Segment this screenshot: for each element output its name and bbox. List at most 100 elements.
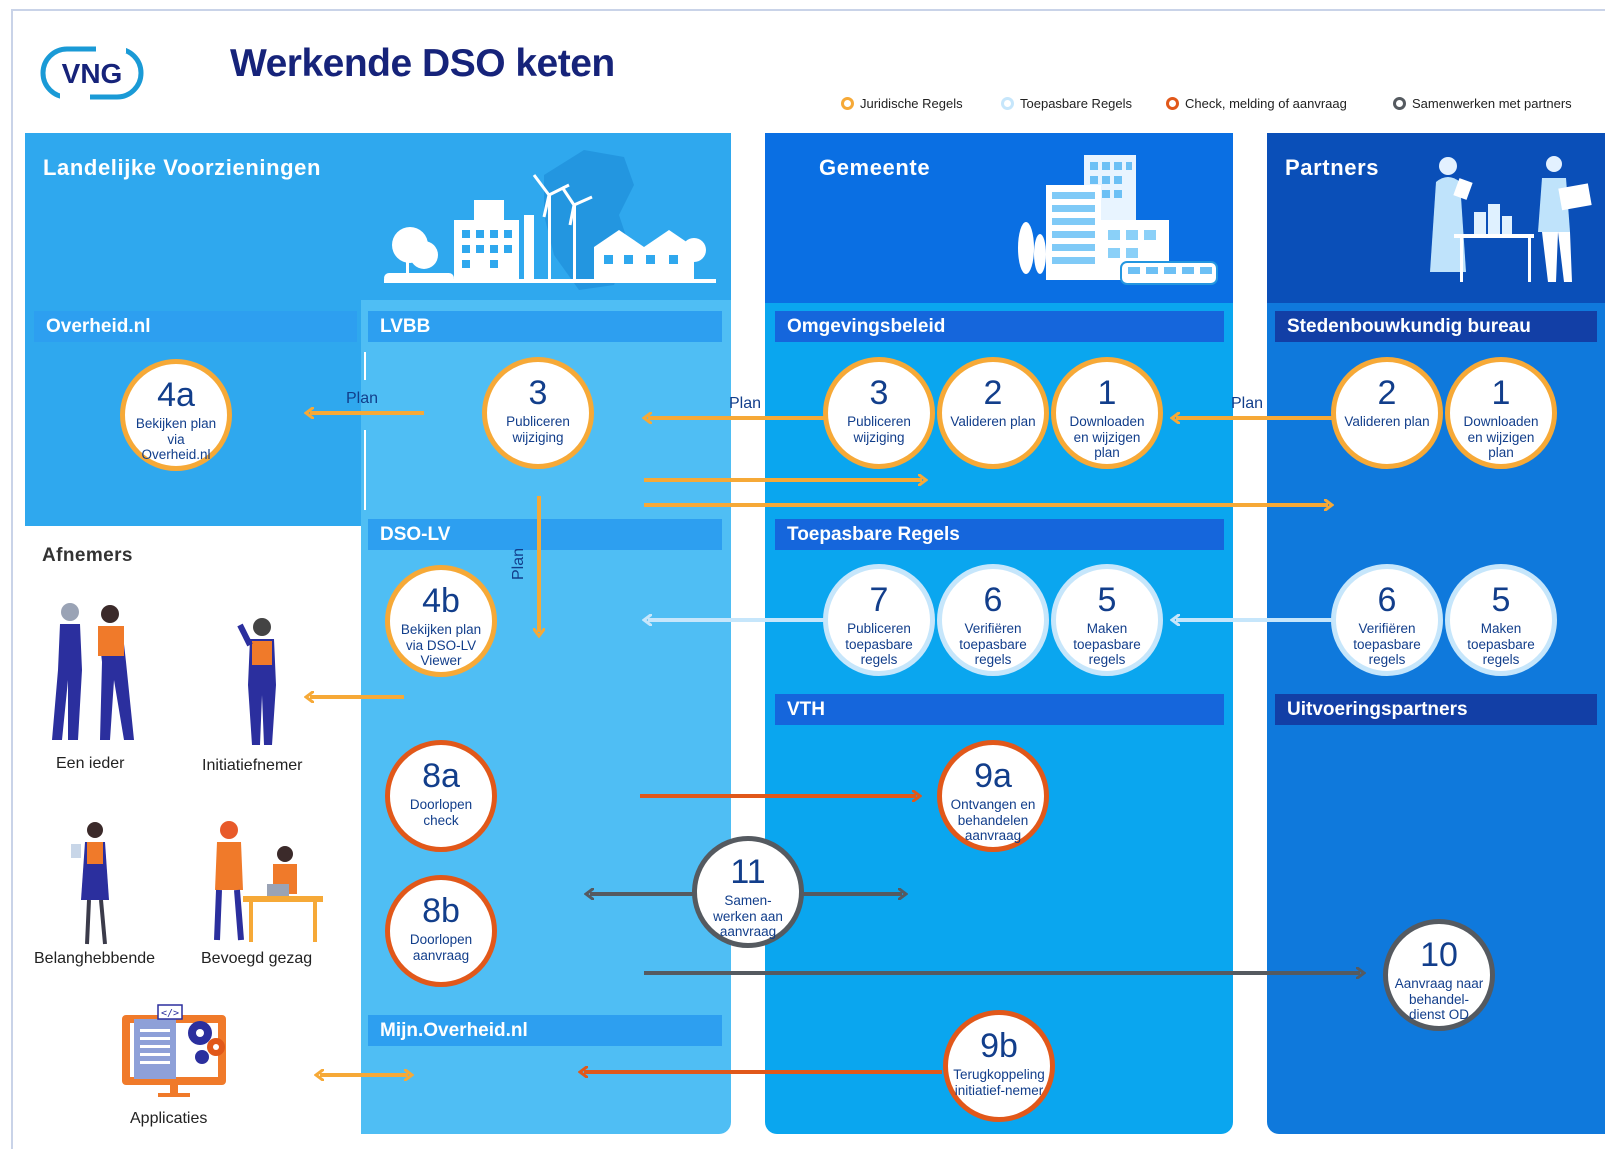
- step-1-gemeente: 1 Downloaden en wijzigen plan: [1051, 357, 1163, 469]
- section-omgevingsbeleid: Omgevingsbeleid: [775, 311, 1224, 342]
- step-text: Downloaden en wijzigen plan: [1069, 414, 1145, 460]
- plan-label: Plan: [346, 390, 379, 407]
- step-number: 9a: [974, 757, 1012, 795]
- step-8a: 8a Doorlopen check: [385, 740, 497, 852]
- section-dsolv: DSO-LV: [368, 519, 722, 550]
- step-number: 9b: [980, 1027, 1018, 1065]
- section-stedenbouw: Stedenbouwkundig bureau: [1275, 311, 1597, 342]
- municipality-building-illustration: [1018, 155, 1218, 285]
- orange-ring-icon: [841, 97, 854, 110]
- step-9b: 9b Terugkoppeling initiatief-nemer: [943, 1010, 1055, 1122]
- plan-label: Plan: [729, 395, 762, 412]
- step-1-partners: 1 Downloaden en wijzigen plan: [1445, 357, 1557, 469]
- step-text: Bekijken plan via DSO-LV Viewer: [400, 622, 482, 668]
- label-initiatiefnemer: Initiatiefnemer: [202, 757, 303, 774]
- page-frame: [11, 9, 1605, 1149]
- step-5-partners: 5 Maken toepasbare regels: [1445, 564, 1557, 676]
- step-9a: 9a Ontvangen en behandelen aanvraag: [937, 740, 1049, 852]
- step-number: 8a: [422, 757, 460, 795]
- section-overheid: Overheid.nl: [34, 311, 357, 342]
- landelijk-title: Landelijke Voorzieningen: [43, 155, 322, 180]
- svg-text:</>: </>: [161, 1008, 179, 1019]
- label-bevoegd-gezag: Bevoegd gezag: [201, 950, 313, 967]
- plan-label: Plan: [510, 547, 527, 580]
- step-text: Downloaden en wijzigen plan: [1463, 414, 1539, 460]
- logo-text: VNG: [62, 58, 123, 89]
- step-number: 7: [869, 581, 889, 619]
- light-blue-ring-icon: [1001, 97, 1014, 110]
- bevoegd-gezag-illustration: [214, 821, 323, 942]
- section-lvbb: LVBB: [368, 311, 722, 342]
- label-belanghebbende: Belanghebbende: [34, 950, 156, 967]
- step-6-partners: 6 Verifiëren toepasbare regels: [1331, 564, 1443, 676]
- step-number: 4b: [422, 582, 460, 620]
- step-3-gemeente: 3 Publiceren wijziging: [823, 357, 935, 469]
- step-number: 3: [528, 374, 548, 412]
- step-4b: 4b Bekijken plan via DSO-LV Viewer: [385, 565, 497, 677]
- legend-item-juridisch: Juridische Regels: [841, 96, 963, 111]
- page-title: Werkende DSO keten: [230, 42, 615, 85]
- legend-item-samenwerken: Samenwerken met partners: [1393, 96, 1572, 111]
- step-4a: 4a Bekijken plan via Overheid.nl: [120, 359, 232, 471]
- partners-people-illustration: [1430, 156, 1592, 282]
- step-text: Doorlopen aanvraag: [409, 932, 473, 963]
- red-ring-icon: [1166, 97, 1179, 110]
- legend-label: Toepasbare Regels: [1020, 96, 1133, 111]
- step-3-lvbb: 3 Publiceren wijziging: [482, 357, 594, 469]
- plan-label: Plan: [1231, 395, 1264, 412]
- step-text: Maken toepasbare regels: [1467, 621, 1535, 667]
- step-text: Samen-werken aan aanvraag: [713, 893, 783, 939]
- legend-label: Juridische Regels: [860, 96, 963, 111]
- step-number: 3: [869, 374, 889, 412]
- legend-item-toepasbaar: Toepasbare Regels: [1001, 96, 1132, 111]
- step-2-gemeente: 2 Valideren plan: [937, 357, 1049, 469]
- netherlands-city-illustration: [384, 150, 716, 290]
- step-text: Terugkoppeling initiatief-nemer: [953, 1067, 1045, 1098]
- step-text: Bekijken plan via Overheid.nl: [135, 416, 217, 462]
- step-8b: 8b Doorlopen aanvraag: [385, 875, 497, 987]
- partners-title: Partners: [1285, 155, 1380, 180]
- step-number: 2: [1377, 374, 1397, 412]
- step-number: 1: [1097, 374, 1117, 412]
- step-number: 10: [1420, 936, 1458, 974]
- step-5-gemeente: 5 Maken toepasbare regels: [1051, 564, 1163, 676]
- label-applicaties: Applicaties: [130, 1110, 208, 1127]
- applicaties-icon: </>: [122, 1004, 226, 1097]
- step-11: 11 Samen-werken aan aanvraag: [692, 836, 804, 948]
- section-uitvoering: Uitvoeringspartners: [1275, 694, 1597, 725]
- step-7: 7 Publiceren toepasbare regels: [823, 564, 935, 676]
- step-number: 6: [983, 581, 1003, 619]
- belanghebbende-illustration: [71, 822, 109, 945]
- gray-ring-icon: [1393, 97, 1406, 110]
- step-6-gemeente: 6 Verifiëren toepasbare regels: [937, 564, 1049, 676]
- initiatiefnemer-illustration: [237, 618, 276, 745]
- step-text: Maken toepasbare regels: [1073, 621, 1141, 667]
- step-text: Doorlopen check: [409, 797, 473, 828]
- step-text: Verifiëren toepasbare regels: [1353, 621, 1421, 667]
- section-mijnoverheid: Mijn.Overheid.nl: [368, 1015, 722, 1046]
- step-number: 4a: [157, 376, 195, 414]
- section-toepasbare-regels: Toepasbare Regels: [775, 519, 1224, 550]
- step-number: 5: [1097, 581, 1117, 619]
- legend-label: Check, melding of aanvraag: [1185, 96, 1347, 111]
- legend-item-check: Check, melding of aanvraag: [1166, 96, 1347, 111]
- step-text: Valideren plan: [1344, 414, 1430, 429]
- step-number: 1: [1491, 374, 1511, 412]
- step-text: Publiceren wijziging: [847, 414, 911, 445]
- afnemers-title: Afnemers: [42, 545, 133, 566]
- step-text: Aanvraag naar behandel-dienst OD: [1394, 976, 1484, 1022]
- step-text: Valideren plan: [950, 414, 1036, 429]
- step-10: 10 Aanvraag naar behandel-dienst OD: [1383, 919, 1495, 1031]
- step-number: 11: [730, 853, 766, 891]
- step-number: 5: [1491, 581, 1511, 619]
- section-vth: VTH: [775, 694, 1224, 725]
- een-ieder-illustration: [52, 603, 134, 740]
- legend-label: Samenwerken met partners: [1412, 96, 1572, 111]
- step-text: Ontvangen en behandelen aanvraag: [950, 797, 1036, 843]
- step-number: 6: [1377, 581, 1397, 619]
- step-text: Publiceren wijziging: [506, 414, 570, 445]
- step-text: Publiceren toepasbare regels: [845, 621, 913, 667]
- gemeente-title: Gemeente: [819, 155, 931, 180]
- step-number: 8b: [422, 892, 460, 930]
